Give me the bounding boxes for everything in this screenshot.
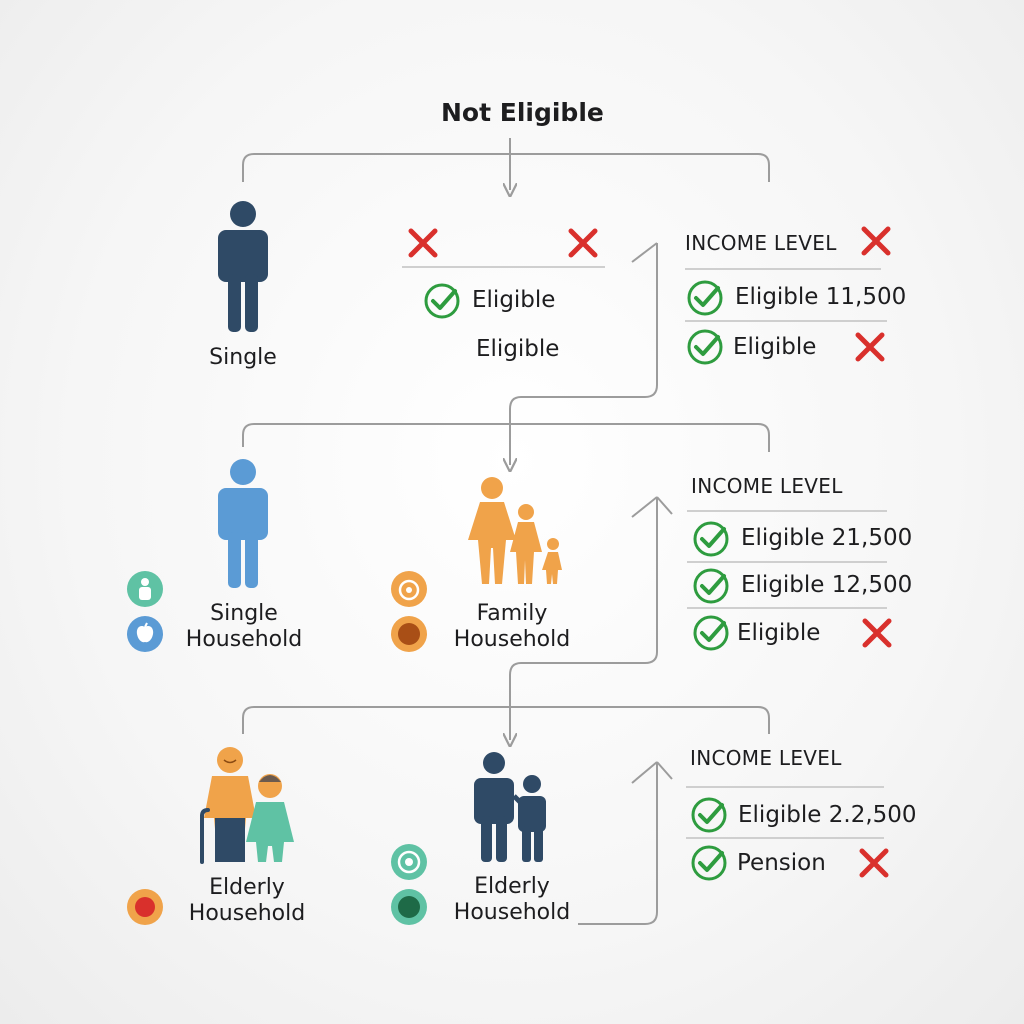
row3-item-2: Pension <box>737 850 826 876</box>
middle-eligible-2: Eligible <box>476 336 560 362</box>
check-icon <box>693 615 729 651</box>
divider <box>685 320 887 322</box>
parent-child-icon <box>474 752 546 862</box>
single-household-label: Single Household <box>185 601 303 652</box>
check-icon <box>693 521 729 557</box>
target-badge-icon <box>391 571 427 607</box>
income-level-1: INCOME LEVEL <box>685 231 837 255</box>
cross-icon <box>861 226 891 256</box>
single-person-icon <box>218 201 268 332</box>
check-icon <box>691 845 727 881</box>
family-household-label: Family Household <box>453 601 571 652</box>
row1-item-1: Eligible 11,500 <box>735 284 907 310</box>
divider <box>687 607 887 609</box>
cross-icon <box>855 332 885 362</box>
check-icon <box>687 280 723 316</box>
divider <box>687 561 887 563</box>
middle-eligible-1: Eligible <box>472 287 556 313</box>
divider <box>687 510 887 512</box>
divider <box>686 837 884 839</box>
row2-item-1: Eligible 21,500 <box>741 525 913 551</box>
red-dot-badge-icon <box>127 889 163 925</box>
elderly-household-label-a: Elderly Household <box>188 875 306 926</box>
check-icon <box>424 283 460 319</box>
orange-dot-badge-icon <box>391 616 427 652</box>
row3-item-1: Eligible 2.2,500 <box>738 802 917 828</box>
family-icon <box>468 477 562 584</box>
cross-icon <box>568 228 598 258</box>
check-icon <box>693 568 729 604</box>
divider <box>402 266 605 268</box>
single-label: Single <box>209 345 277 370</box>
cross-icon <box>862 618 892 648</box>
cross-icon <box>859 848 889 878</box>
green-dot-badge-icon <box>391 889 427 925</box>
check-icon <box>691 797 727 833</box>
single-household-person-icon <box>218 459 268 588</box>
apple-badge-icon <box>127 616 163 652</box>
row2-item-2: Eligible 12,500 <box>741 572 913 598</box>
elderly-couple-icon <box>200 747 294 864</box>
check-icon <box>687 329 723 365</box>
person-badge-icon <box>127 571 163 607</box>
divider <box>685 268 881 270</box>
row2-item-3: Eligible <box>737 620 821 646</box>
divider <box>686 786 884 788</box>
cross-icon <box>408 228 438 258</box>
income-level-2: INCOME LEVEL <box>691 474 843 498</box>
target-green-badge-icon <box>391 844 427 880</box>
income-level-3: INCOME LEVEL <box>690 746 842 770</box>
row1-item-2: Eligible <box>733 334 817 360</box>
elderly-household-label-b: Elderly Household <box>453 874 571 925</box>
diagram-title: Not Eligible <box>441 98 604 127</box>
